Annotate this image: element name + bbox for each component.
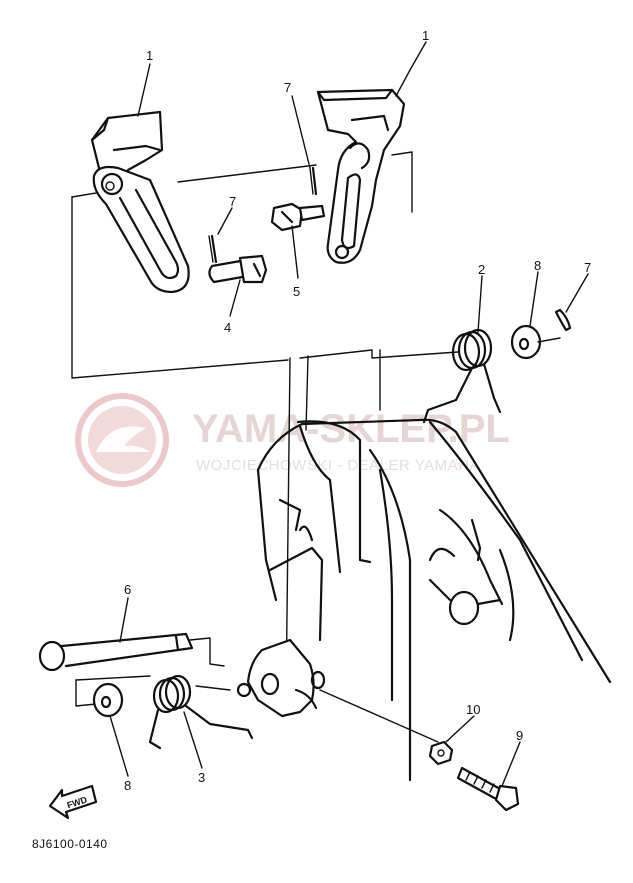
leader-lines [109,41,589,787]
fwd-arrow-icon: FWD [48,784,98,820]
bolt-axis-line [319,689,439,743]
callout-1-left: 1 [146,48,153,63]
callout-7-right: 7 [584,260,591,275]
callout-9: 9 [516,728,523,743]
watermark-title: YAMA-SKLEP.PL [192,407,510,451]
bolt-9 [456,766,520,812]
clevis-5 [270,202,326,232]
callout-labels: 1 1 7 7 7 5 4 2 8 6 8 3 10 9 [124,28,591,793]
spring-lower [148,674,254,750]
clevis-pin-4 [208,254,268,284]
callout-1-right: 1 [422,28,429,43]
callout-4: 4 [224,320,231,335]
washer-upper [510,324,561,360]
watermark-logo-icon [75,393,169,487]
callout-10: 10 [466,702,480,717]
long-pin-6 [38,632,194,672]
lower-group-outline [75,637,231,707]
cotter-pin-upper-left [208,234,218,264]
callout-2: 2 [478,262,485,277]
pedal-arm [236,638,326,718]
upper-group-outline [71,151,459,701]
callout-7-upper: 7 [284,80,291,95]
watermark: YAMA-SKLEP.PL WOJCIECHOWSKI - DEALER YAM… [75,393,510,487]
callout-7-left: 7 [229,194,236,209]
callout-8-lower: 8 [124,778,131,793]
callout-5: 5 [293,284,300,299]
bracket-left [90,110,190,294]
watermark-subtitle: WOJCIECHOWSKI - DEALER YAMAHA [196,457,480,474]
frame-body [256,418,612,782]
bracket-right [316,88,406,264]
cotter-pin-right [554,308,572,332]
diagram-part-number: 8J6100-0140 [32,837,108,851]
washer-lower [92,682,124,718]
callout-6: 6 [124,582,131,597]
callout-3: 3 [198,770,205,785]
nut-10 [428,740,454,766]
callout-8-upper: 8 [534,258,541,273]
cotter-pin-upper-mid [309,166,318,196]
